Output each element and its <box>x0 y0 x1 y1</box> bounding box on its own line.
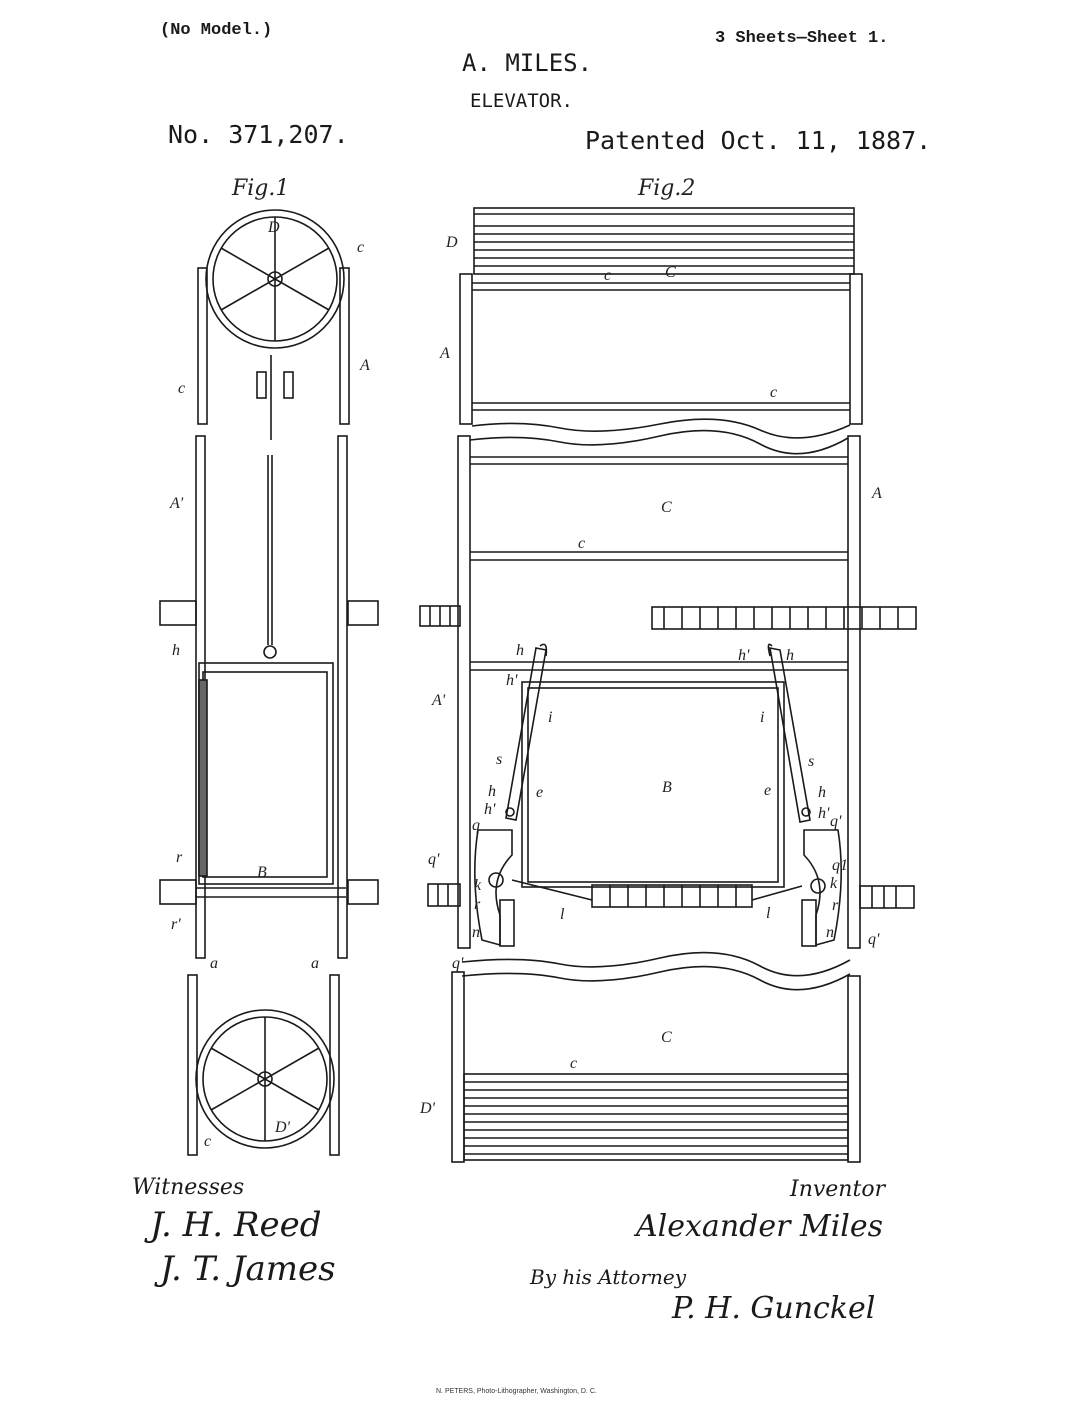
witness-2-signature: J. T. James <box>154 1249 336 1289</box>
fig2-label-q-left: q <box>472 817 480 834</box>
fig1-labels: D c A c A' h r B r' a a D' c <box>169 219 370 1150</box>
fig2-bottom-drum <box>463 1073 849 1161</box>
lithographer-imprint: N. PETERS, Photo-Lithographer, Washingto… <box>436 1388 597 1395</box>
fig2-label-h1-left: h' <box>506 672 518 689</box>
fig2-label-c2: c <box>770 384 777 401</box>
fig2-left-door-lever <box>474 643 593 947</box>
fig2-label-q1-right: q1 <box>832 857 848 874</box>
fig1-upper-pulley <box>205 209 345 349</box>
fig1-label-a-left: a <box>210 955 218 972</box>
fig1-car <box>198 662 334 885</box>
fig2-label-h-right: h <box>786 647 794 664</box>
fig2-label-A-right: A <box>871 485 882 502</box>
fig2-car <box>521 681 785 888</box>
fig1-label-a-right: a <box>311 955 319 972</box>
fig2-label-C3: C <box>661 1029 672 1046</box>
inventor-label: Inventor <box>789 1177 887 1202</box>
fig2-label-A-prime: A' <box>431 692 446 709</box>
fig2-label-e-right: e <box>764 782 771 799</box>
fig2-label-q-right: q' <box>830 813 842 830</box>
fig2-label-B: B <box>662 779 672 796</box>
fig2-label-i-left: i <box>548 709 552 726</box>
fig2-label-s-left: s <box>496 751 502 768</box>
fig2-label-h2-left: h <box>488 783 496 800</box>
fig2-label-h3-left: h' <box>484 801 496 818</box>
fig2-label-D-prime: D' <box>419 1100 436 1117</box>
fig1-label-r-prime: r' <box>171 916 181 933</box>
fig1-label-c-bottom: c <box>204 1133 211 1150</box>
fig2-top-drum <box>473 207 855 275</box>
patent-date: Patented Oct. 11, 1887. <box>585 126 931 155</box>
fig1-label-A-prime: A' <box>169 495 184 512</box>
fig2-drawing <box>419 207 917 1163</box>
fig2-label-q3-left: q' <box>452 955 464 972</box>
sheet-count: 3 Sheets—Sheet 1. <box>715 29 888 48</box>
fig2-label-C1: C <box>665 264 676 281</box>
attorney-signature: P. H. Gunckel <box>671 1291 875 1326</box>
fig2-label-r-left: r <box>474 896 481 913</box>
fig2-labels: D c C A c C c A A' h h' i s h h' e q q' … <box>419 234 882 1117</box>
fig2-label-k-left: k <box>474 877 482 894</box>
fig1-caption: Fig.1 <box>231 176 289 201</box>
witness-1-signature: J. H. Reed <box>144 1205 321 1245</box>
fig2-upper-floor-beams <box>419 605 917 630</box>
patent-number: No. 371,207. <box>168 120 349 149</box>
fig2-label-h3-right: h' <box>818 805 830 822</box>
fig1-label-h: h <box>172 642 180 659</box>
attorney-line: By his Attorney <box>529 1265 687 1289</box>
witnesses-label: Witnesses <box>132 1175 244 1200</box>
fig1-label-c-left: c <box>178 380 185 397</box>
fig2-label-c3: c <box>578 535 585 552</box>
fig1-label-c-upper: c <box>357 239 364 256</box>
fig2-label-c4: c <box>570 1055 577 1072</box>
fig2-label-h-left: h <box>516 642 524 659</box>
invention-title: ELEVATOR. <box>470 90 573 112</box>
fig2-label-s-right: s <box>808 753 814 770</box>
fig1-label-A: A <box>359 357 370 374</box>
fig1-label-D-prime: D' <box>274 1119 291 1136</box>
fig2-label-C2: C <box>661 499 672 516</box>
fig1-drawing <box>159 209 379 1156</box>
fig2-label-l-right: l <box>766 905 771 922</box>
fig2-label-A-left: A <box>439 345 450 362</box>
fig2-label-e-left: e <box>536 784 543 801</box>
fig1-label-D: D <box>267 219 280 236</box>
fig2-label-q1-left: q' <box>428 851 440 868</box>
fig2-label-c1: c <box>604 267 611 284</box>
inventor-name-header: A. MILES. <box>462 49 592 77</box>
fig2-label-h1-right: h' <box>738 647 750 664</box>
fig2-label-n-right: n <box>826 924 834 941</box>
fig2-label-l-left: l <box>560 906 565 923</box>
fig2-label-k-right: k <box>830 875 838 892</box>
fig1-lower-pulley <box>195 1009 335 1149</box>
fig1-label-B: B <box>257 864 267 881</box>
fig2-label-n-left: n <box>472 924 480 941</box>
fig2-right-door-lever <box>751 643 842 947</box>
fig2-label-D: D <box>445 234 458 251</box>
model-note: (No Model.) <box>160 21 272 40</box>
inventor-signature: Alexander Miles <box>633 1209 883 1244</box>
fig2-label-i-right: i <box>760 709 764 726</box>
fig2-label-q2-right: q' <box>868 931 880 948</box>
fig2-label-h2-right: h <box>818 784 826 801</box>
fig2-label-r-right: r <box>832 897 839 914</box>
fig1-label-r: r <box>176 849 183 866</box>
fig2-caption: Fig.2 <box>637 176 695 201</box>
